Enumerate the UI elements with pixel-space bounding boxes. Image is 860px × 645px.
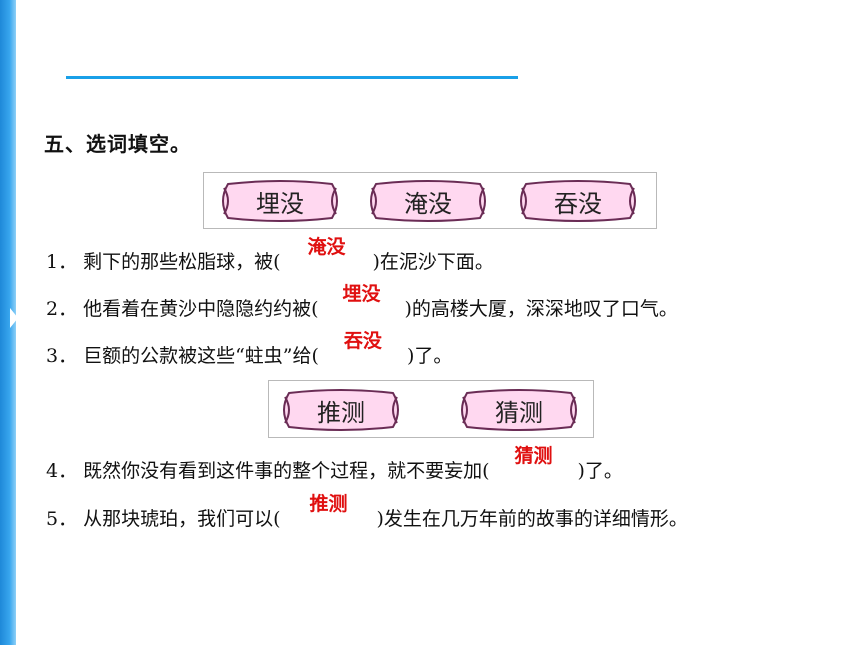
sentence-text-before: 既然你没有看到这件事的整个过程，就不要妄加( xyxy=(83,460,490,482)
sentence-text-after: )发生在几万年前的故事的详细情形。 xyxy=(376,508,688,530)
sentence-text-after: )在泥沙下面。 xyxy=(372,251,494,273)
word-label: 淹没 xyxy=(404,189,452,218)
word-pill-2: 淹没 xyxy=(366,180,490,222)
sentence-text-before: 剩下的那些松脂球，被( xyxy=(83,251,281,273)
answer-text: 埋没 xyxy=(342,283,381,305)
word-pill-5: 猜测 xyxy=(457,389,581,431)
word-choice-box-1: 埋没 淹没 吞没 xyxy=(203,172,657,229)
sentence-text-before: 他看着在黄沙中隐隐约约被( xyxy=(83,298,319,320)
answer-blank: 推测 xyxy=(281,493,377,525)
pillow-shape-icon xyxy=(222,180,338,222)
word-label: 埋没 xyxy=(256,189,304,218)
sentence-text-after: )了。 xyxy=(406,345,453,367)
sentence-1: 1． 剩下的那些松脂球，被( 淹没 )在泥沙下面。 xyxy=(46,236,494,274)
word-label: 猜测 xyxy=(495,398,543,427)
left-bar-notch xyxy=(10,308,18,328)
answer-text: 吞没 xyxy=(343,330,382,352)
header-rule xyxy=(66,76,518,79)
sentence-text-before: 巨额的公款被这些“蛀虫”给( xyxy=(83,345,319,367)
sentence-2: 2． 他看着在黄沙中隐隐约约被( 埋没 )的高楼大厦，深深地叹了口气。 xyxy=(46,283,678,321)
word-label: 吞没 xyxy=(554,189,602,218)
sentence-text-before: 从那块琥珀，我们可以( xyxy=(83,508,281,530)
left-accent-bar xyxy=(0,0,16,645)
pillow-shape-icon xyxy=(370,180,486,222)
word-label: 推测 xyxy=(317,398,365,427)
word-pill-4: 推测 xyxy=(279,389,403,431)
sentence-number: 2． xyxy=(46,298,78,320)
sentence-number: 3． xyxy=(46,345,78,367)
sentence-4: 4． 既然你没有看到这件事的整个过程，就不要妄加( 猜测 )了。 xyxy=(46,445,623,483)
section-title: 五、选词填空。 xyxy=(44,132,191,156)
answer-blank: 淹没 xyxy=(281,236,373,268)
sentence-number: 4． xyxy=(46,460,78,482)
pillow-shape-icon xyxy=(283,389,399,431)
answer-text: 猜测 xyxy=(514,445,553,467)
pillow-shape-icon xyxy=(461,389,577,431)
sentence-number: 1． xyxy=(46,251,78,273)
word-choice-box-2: 推测 猜测 xyxy=(268,380,594,438)
answer-text: 淹没 xyxy=(307,236,346,258)
sentence-number: 5． xyxy=(46,508,78,530)
answer-blank: 埋没 xyxy=(319,283,405,315)
sentence-3: 3． 巨额的公款被这些“蛀虫”给( 吞没 )了。 xyxy=(46,330,453,368)
word-pill-3: 吞没 xyxy=(516,180,640,222)
pillow-shape-icon xyxy=(520,180,636,222)
sentence-text-after: )了。 xyxy=(577,460,623,482)
answer-blank: 猜测 xyxy=(490,445,578,477)
word-pill-1: 埋没 xyxy=(218,180,342,222)
answer-text: 推测 xyxy=(309,493,348,515)
sentence-5: 5． 从那块琥珀，我们可以( 推测 )发生在几万年前的故事的详细情形。 xyxy=(46,493,688,531)
sentence-text-after: )的高楼大厦，深深地叹了口气。 xyxy=(404,298,678,320)
answer-blank: 吞没 xyxy=(319,330,407,362)
